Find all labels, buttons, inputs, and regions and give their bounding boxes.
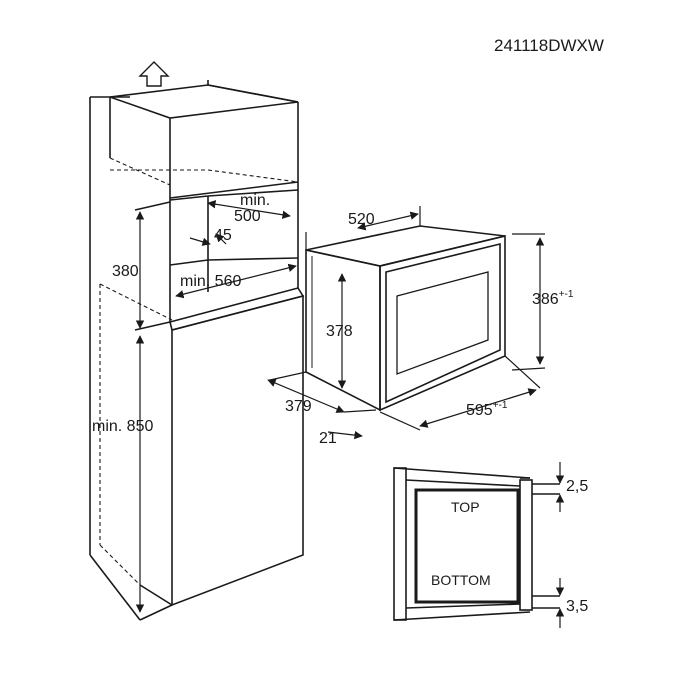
dim-min-500-line xyxy=(207,200,291,219)
label-min-560: min. 560 xyxy=(180,273,242,290)
dim-595-line xyxy=(419,388,537,428)
label-379: 379 xyxy=(285,398,312,415)
label-21: 21 xyxy=(319,430,337,447)
microwave-oven xyxy=(305,225,506,412)
section-detail xyxy=(393,467,560,621)
label-386-tolerance: +-1 xyxy=(558,289,574,300)
dim-520-line xyxy=(357,211,419,231)
ventilation-up-arrow xyxy=(138,61,170,87)
label-380: 380 xyxy=(112,263,139,280)
label-min-850: min. 850 xyxy=(92,418,154,435)
label-386: 386+-1 xyxy=(532,290,573,308)
dim-min-560-line xyxy=(175,263,297,299)
label-386-value: 386 xyxy=(532,291,559,308)
label-520: 520 xyxy=(348,211,375,228)
label-top: TOP xyxy=(451,499,480,515)
label-bottom: BOTTOM xyxy=(431,572,491,588)
label-595-tolerance: +-1 xyxy=(492,400,508,411)
dim-45-line xyxy=(189,237,211,246)
label-378: 378 xyxy=(326,323,353,340)
label-2-5: 2,5 xyxy=(566,478,589,495)
dim-379-line xyxy=(267,379,345,413)
dim-45-line-b xyxy=(215,233,227,245)
drawing-code: 241118DWXW xyxy=(494,36,604,55)
label-3-5: 3,5 xyxy=(566,598,589,615)
label-595-value: 595 xyxy=(466,402,493,419)
cabinet-dimensions xyxy=(135,200,297,613)
label-min-500-a: min. xyxy=(240,192,271,209)
label-595: 595+-1 xyxy=(466,401,507,419)
kitchen-cabinet xyxy=(89,61,305,621)
oven-dimensions xyxy=(267,206,546,440)
label-min-500-b: 500 xyxy=(234,208,261,225)
dim-21-line xyxy=(327,430,363,440)
label-45: 45 xyxy=(214,227,232,244)
